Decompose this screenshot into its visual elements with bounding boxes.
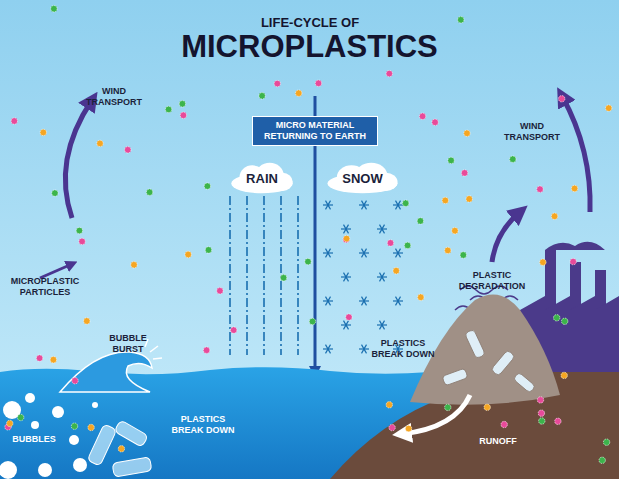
node-text: SNOW: [342, 171, 383, 186]
particle-arrow: [40, 264, 72, 278]
wave: [60, 352, 152, 392]
cloud-shape: SNOW: [326, 162, 399, 195]
callout-label: WIND TRANSPORT: [502, 121, 562, 143]
callout-label: MICROPLASTIC PARTICLES: [5, 276, 85, 298]
banner-box: MICRO MATERIAL RETURNING TO EARTH: [252, 116, 378, 146]
pile-bottles: [442, 329, 536, 393]
node-text: RAIN: [246, 171, 278, 186]
title: MICROPLASTICS: [0, 30, 619, 64]
rain-streaks: [230, 196, 298, 355]
snowflakes: [323, 201, 403, 354]
callout-label: BUBBLE BURST: [104, 333, 152, 355]
callout-label: WIND TRANSPORT: [84, 86, 144, 108]
callout-label: PLASTIC DEGRADATION: [452, 270, 532, 292]
wind-arrow: [562, 96, 590, 212]
bottles: [87, 420, 152, 477]
degradation-arrow: [492, 212, 520, 262]
runoff-arrow: [402, 395, 470, 434]
node-text: MICRO MATERIAL RETURNING TO EARTH: [259, 120, 371, 142]
callout-label: BUBBLES: [4, 434, 64, 445]
bubbles: [0, 393, 98, 479]
cloud-shape: RAIN: [230, 162, 294, 195]
callout-label: RUNOFF: [468, 436, 528, 447]
callout-label: PLASTICS BREAK DOWN: [170, 414, 236, 436]
wind-arrow: [65, 100, 92, 218]
title-line: LIFE-CYCLE OF: [210, 15, 410, 30]
callout-label: PLASTICS BREAK DOWN: [370, 338, 436, 360]
burst-lines: [145, 339, 162, 359]
